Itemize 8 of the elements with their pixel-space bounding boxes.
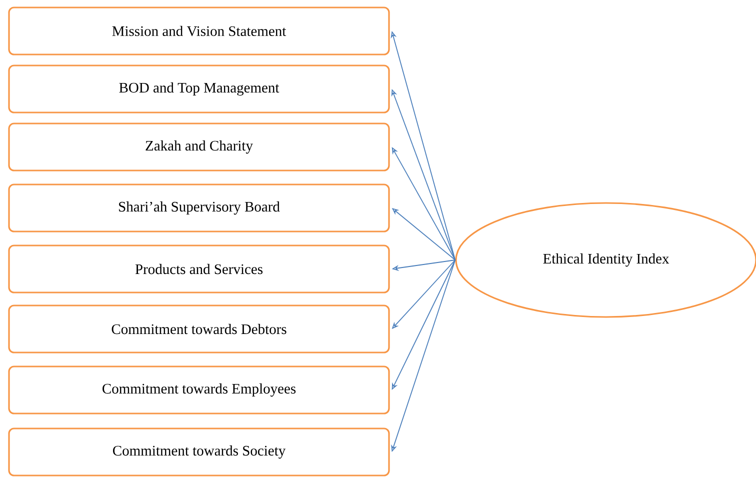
process-box: Commitment towards Debtors: [8, 304, 390, 354]
process-box: Products and Services: [8, 244, 390, 294]
process-box: Mission and Vision Statement: [8, 6, 390, 56]
process-box: Commitment towards Employees: [8, 366, 390, 414]
process-box: Shari’ah Supervisory Board: [8, 184, 390, 232]
process-box: BOD and Top Management: [8, 64, 390, 114]
process-box: Commitment towards Society: [8, 428, 390, 476]
process-box: Zakah and Charity: [8, 122, 390, 172]
